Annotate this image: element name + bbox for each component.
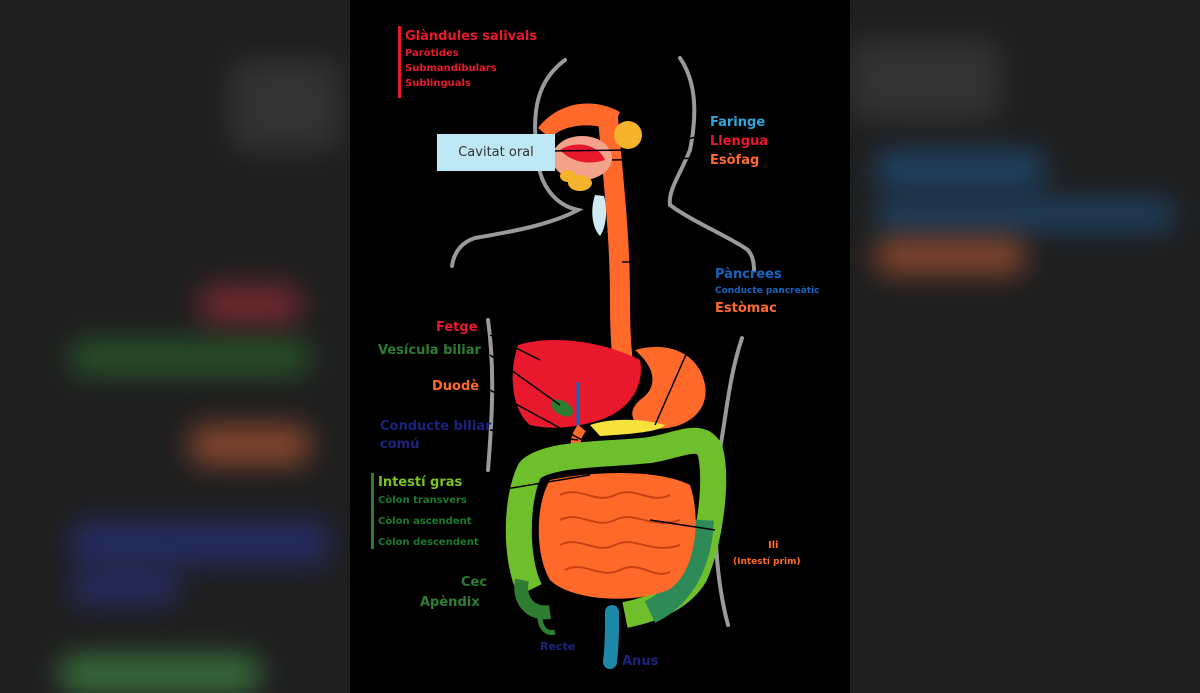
label-transverse-colon: Còlon transvers — [378, 495, 467, 506]
label-stomach: Estòmac — [715, 301, 777, 316]
background-left — [0, 0, 350, 693]
label-rectum: Recte — [540, 640, 576, 653]
anatomy-drawing — [450, 56, 756, 669]
colon-bracket — [371, 473, 374, 549]
label-tongue: Llengua — [710, 134, 769, 149]
label-descending-colon: Còlon descendent — [378, 537, 479, 548]
label-submandibular: Submandibulars — [405, 63, 497, 74]
trachea — [592, 195, 607, 236]
label-appendix: Apèndix — [420, 595, 480, 610]
pancreas-shape — [590, 419, 665, 436]
appendix-shape — [537, 609, 556, 636]
gallbladder-shape — [551, 399, 573, 417]
small-intestine-shape — [538, 473, 696, 599]
label-ascending-colon: Còlon ascendent — [378, 516, 472, 527]
pharynx-shape — [538, 103, 620, 138]
leader-lines — [489, 134, 716, 531]
label-bile-duct: Conducte biliar — [380, 419, 492, 434]
label-cecum: Cec — [461, 575, 488, 590]
label-parotid: Paròtides — [405, 48, 459, 59]
label-gallbladder: Vesícula biliar — [378, 343, 481, 358]
salivary-bracket — [398, 26, 401, 98]
stomach-shape — [632, 346, 706, 429]
label-large-intestine: Intestí gras — [378, 475, 463, 490]
background-right — [850, 0, 1200, 693]
cecum-shape — [514, 578, 552, 620]
tongue-shape — [560, 144, 605, 163]
parotid-gland — [614, 121, 642, 149]
anus-shape — [606, 661, 614, 669]
label-pharynx: Faringe — [710, 115, 766, 130]
label-small-intestine: (Intestí prim) — [733, 557, 801, 567]
label-salivary-glands: Glàndules salivals — [405, 29, 538, 44]
label-sublingual: Sublinguals — [405, 78, 471, 89]
label-ileum: Ili — [768, 540, 779, 551]
label-liver: Fetge — [436, 320, 478, 335]
digestive-system-diagram: Glàndules salivals Paròtides Submandibul… — [350, 0, 850, 693]
label-oral-cavity: Cavitat oral — [437, 134, 555, 171]
rectum-shape — [603, 605, 619, 669]
label-esophagus: Esòfag — [710, 153, 760, 168]
sublingual-gland — [560, 170, 576, 182]
label-pancreas: Pàncrees — [715, 267, 782, 282]
label-duodenum: Duodè — [432, 379, 480, 394]
descending-colon-shape — [644, 519, 714, 623]
label-pancreatic-duct: Conducte pancreàtic — [715, 286, 820, 296]
label-anus: Anus — [622, 654, 659, 669]
small-intestine-folds — [559, 491, 681, 575]
label-bile-duct-2: comú — [380, 437, 420, 452]
